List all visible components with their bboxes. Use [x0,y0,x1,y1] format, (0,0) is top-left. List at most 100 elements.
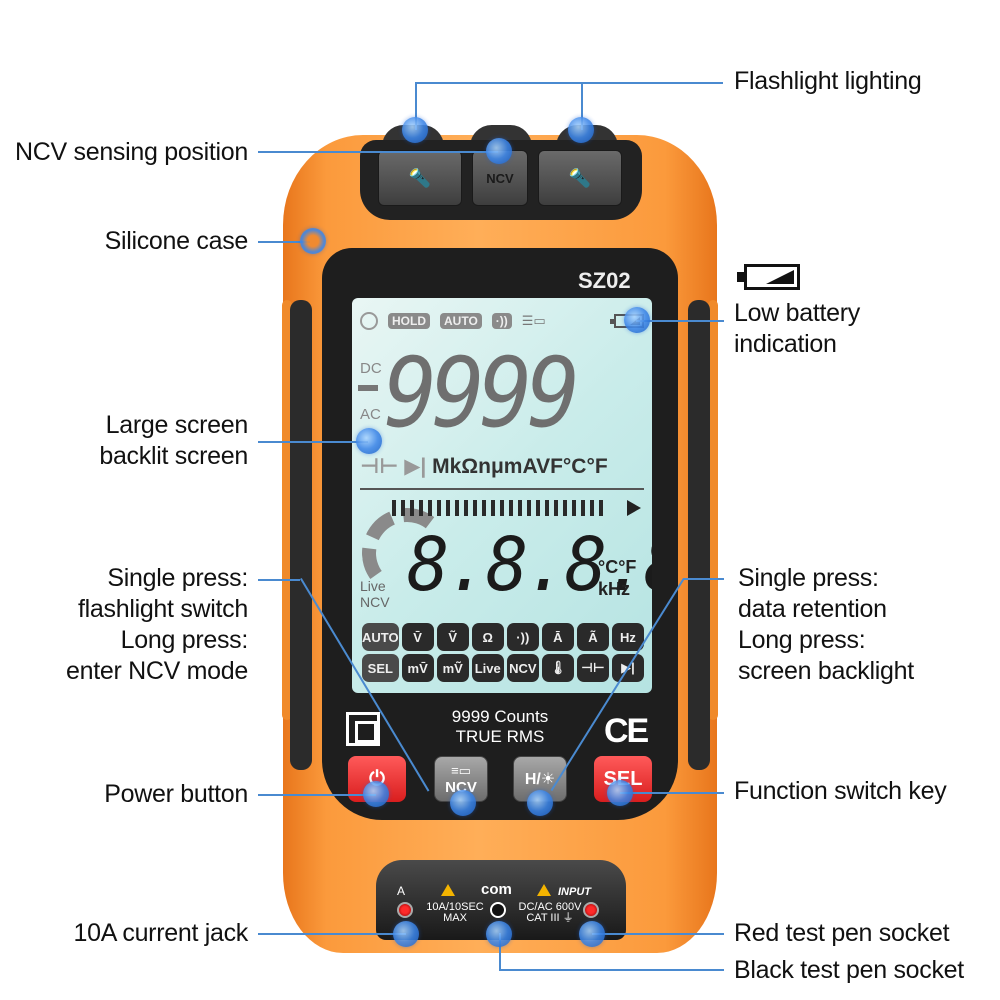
marker-flashlight-left [402,117,428,143]
mode-capacitance-icon: ⊣⊢ [576,654,609,682]
secondary-units: °C°F kHz [598,556,636,600]
mode-ncv: NCV [506,654,539,682]
unit-annunciators: ⊣⊢ ▶| MkΩnμmAVF°C°F [360,454,608,479]
unit-labels: MkΩnμmAVF°C°F [432,455,608,478]
temp-units: °C°F [598,557,637,577]
double-insulation-icon [346,712,380,746]
callout-left-line1: Single press: [107,564,248,592]
callout-screen-line1: Large screen [105,411,249,439]
callout-battery-line2: indication [734,330,837,358]
leader-ncv [258,151,498,153]
callout-silicone-text: Silicone case [104,227,249,255]
mode-key-grid: AUTO V̄ Ṽ Ω ·)) Ā Ã Hz SEL mV̄ mṼ Live N… [362,623,644,682]
com-jack-socket[interactable] [490,902,506,918]
callout-function-text: Function switch key [734,777,947,805]
live-label: Live [360,578,386,594]
hold-backlight-icon: H/☀ [524,771,556,788]
counts-label: 9999 Counts TRUE RMS [400,707,600,747]
callout-power: Power button [104,779,248,810]
input-jack-rating: DC/AC 600V CAT III ⏚ [512,902,588,924]
callout-right-line4: screen backlight [738,657,914,685]
callout-ncv-text: NCV sensing position [14,138,248,166]
lcd-status-row: HOLD AUTO ·)) ☰▭ [360,311,644,331]
callout-battery-line1: Low battery [734,299,860,327]
leader-right-button [683,578,724,580]
ce-mark: CE [604,712,649,750]
marker-ncv-sensor [486,138,512,164]
leader-screen [258,441,368,443]
mode-ac-millivolt: mṼ [436,654,469,682]
mode-ac-amp: Ã [576,623,609,651]
khz-unit: kHz [598,579,631,599]
minus-sign [358,385,378,391]
ncv-lcd-label: NCV [360,594,390,610]
continuity-indicator: ·)) [491,313,512,329]
marker-hold-key [527,790,553,816]
com-jack-label: com [481,881,512,898]
callout-right-line3: Long press: [738,626,866,654]
leader-black-socket-h [499,969,724,971]
mode-ac-volt: Ṽ [436,623,469,651]
a-rating-line1: 10A/10SEC [426,901,484,913]
callout-right-line2: data retention [738,595,887,623]
counts-text: 9999 Counts [451,707,549,726]
top-flashlight-button-right[interactable]: 🔦 [538,150,622,206]
mode-live: Live [471,654,504,682]
leader-red-socket [592,933,724,935]
marker-a-jack [393,921,419,947]
callout-current-text: 10A current jack [73,919,249,947]
high-voltage-warning-icon [537,884,551,896]
a-rating-line2: MAX [443,912,467,924]
capacitor-diode-icons: ⊣⊢ ▶| [360,455,427,478]
callout-black-text: Black test pen socket [734,956,964,984]
mode-auto: AUTO [362,623,399,651]
callout-red-text: Red test pen socket [734,919,950,947]
callout-hold-backlight-key: Single press: data retention Long press:… [738,563,914,687]
callout-right-line1: Single press: [738,564,879,592]
leader-black-socket-v [499,933,501,970]
callout-function-switch: Function switch key [734,776,947,807]
input-jack-label: INPUT [558,886,591,898]
callout-left-line3: Long press: [120,626,249,654]
mode-temperature-icon: 🌡 [541,654,574,682]
main-reading-digits: 9999 [384,337,580,449]
flashlight-icon: 🔦 [408,167,432,188]
callout-large-screen: Large screen backlit screen [99,410,248,472]
side-tab-right [708,300,718,720]
callout-left-line4: enter NCV mode [66,657,248,685]
callout-flashlight-ncv-key: Single press: flashlight switch Long pre… [66,563,248,687]
ac-indicator: AC [360,406,381,423]
low-battery-icon [737,264,800,290]
ncv-label: NCV [486,170,514,186]
callout-current-jack: 10A current jack [73,918,249,949]
mode-dc-millivolt: mV̄ [401,654,434,682]
marker-flashlight-right [568,117,594,143]
leader-flashlight-top [415,82,723,84]
mode-continuity: ·)) [506,623,539,651]
bargraph-arrow-icon [627,500,641,516]
marker-sel-key [607,780,633,806]
callout-silicone: Silicone case [104,226,249,257]
callout-low-battery: Low battery indication [734,298,860,360]
hold-indicator: HOLD [388,313,430,329]
lcd-screen: HOLD AUTO ·)) ☰▭ DC AC 9999 ⊣⊢ ▶| MkΩnμm… [352,298,652,693]
mode-hz: Hz [611,623,644,651]
callout-flashlight-text: Flashlight lighting [734,67,922,95]
marker-com-jack [486,921,512,947]
input-jack-socket[interactable] [583,902,599,918]
callout-black-socket: Black test pen socket [734,955,964,986]
leader-power [258,794,376,796]
dc-indicator: DC [360,360,382,377]
a-jack-socket[interactable] [397,902,413,918]
marker-ncv-key [450,790,476,816]
flashlight-icon: ≡▭ [451,762,471,778]
input-rating-line2: CAT III ⏚ [526,912,574,924]
top-flashlight-button-left[interactable]: 🔦 [378,150,462,206]
marker-screen [356,428,382,454]
callout-flashlight: Flashlight lighting [734,66,922,97]
model-label: SZ02 [578,268,631,293]
flashlight-icon: 🔦 [568,167,592,188]
callout-red-socket: Red test pen socket [734,918,950,949]
secondary-reading: 8.8.8.8 [407,522,652,608]
input-rating-line1: DC/AC 600V [518,901,582,913]
